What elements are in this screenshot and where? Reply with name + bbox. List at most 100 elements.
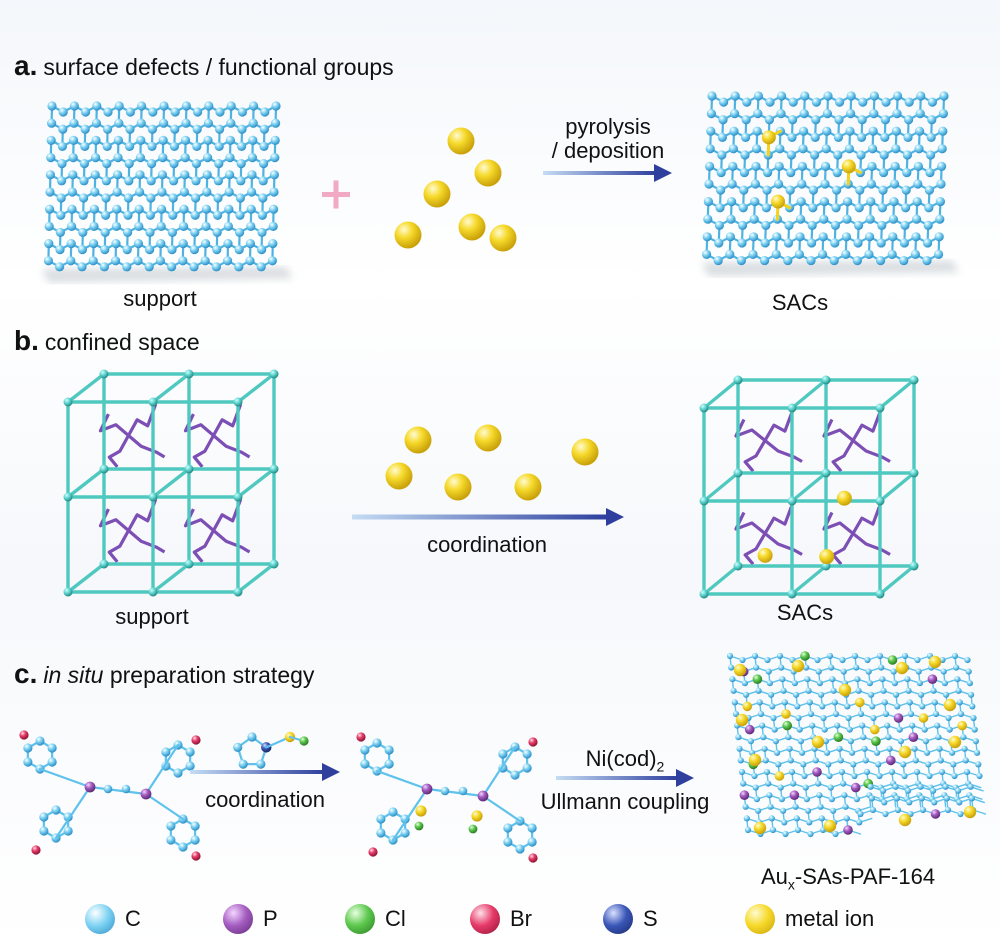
paf-atom [863,768,871,776]
panel-c-arrow2-text: Ullmann coupling [540,789,710,814]
phosphorus-atom [477,790,489,802]
paf-atom [751,652,759,660]
carbon-atom [822,109,833,119]
carbon-atom [901,203,911,213]
carbon-atom [788,97,798,107]
paf-atom [777,784,784,791]
monomer [356,732,538,863]
carbon-atom [835,97,845,107]
paf-atom [831,699,838,706]
frame-bar [66,467,106,499]
panel-c-product-main: Au [760,864,788,889]
paf-atom [807,830,814,838]
carbon-atom [833,132,844,142]
metal-atom [471,810,483,822]
carbon-atom [892,109,902,119]
frame-node [184,464,194,474]
bond [391,787,429,842]
ring-atom [247,732,257,742]
paf-atom [849,749,856,756]
ring-atom [503,837,513,847]
paf-atom [819,703,826,710]
carbon-atom [111,256,121,266]
carbon-atom [237,141,247,152]
carbon-atom [159,101,169,111]
frame-node [699,403,709,413]
paf-atom [869,703,876,710]
carbon-atom [202,187,212,197]
paf-atom [911,745,918,752]
carbon-atom [715,203,725,213]
carbon-atom [226,118,236,128]
paf-atom [759,722,766,729]
paf-atom [893,691,900,698]
linker [763,532,803,556]
carbon-atom [259,141,269,152]
carbon-atom [157,170,167,180]
carbon-atom [136,118,146,128]
legend-label: S [643,906,658,931]
paf-atom [881,799,888,806]
frame-node [787,589,797,599]
paf-atom [830,807,837,814]
carbon-atom [67,221,77,231]
panel-c-title-italic: in situ [43,662,104,688]
frame-bar [151,562,191,594]
carbon-atom [179,187,189,197]
paf-atom [901,652,909,660]
metal-ion-sphere [447,127,475,155]
carbon-atom [248,135,258,145]
paf-atom [794,826,802,834]
carbon-atom [868,126,878,136]
carbon-atom [91,153,101,163]
carbon-atom [80,124,90,134]
carbon-atom [857,115,867,125]
bromine-ball-icon [470,904,500,934]
paf-atom [913,768,921,776]
sheet-atoms [43,101,281,272]
paf-atom [807,710,815,718]
panel-c-heading: c.in situ preparation strategy [14,660,314,688]
linker [127,434,166,459]
carbon-atom [145,210,155,220]
carbon-atom [842,214,852,224]
carbon-atom [822,126,832,136]
paf-atom [957,710,965,718]
paf-atom [755,807,762,814]
paf-metal [948,735,962,749]
carbon-atom [810,132,820,142]
paf-atom [821,726,828,733]
paf-atom [739,656,746,664]
paf-metal [753,821,767,835]
carbon-atom [785,185,795,195]
paf-atom [975,761,982,768]
paf-atom [867,783,874,790]
carbon-atom [214,141,224,152]
paf-atom [901,772,908,780]
carbon-atom [201,239,211,249]
bridge-atom [440,786,450,796]
carbon-atom [832,167,842,178]
paf-atom [816,792,823,799]
panel-a-title: surface defects / functional groups [43,54,394,80]
carbon-atom [706,109,717,119]
carbon-atom [868,144,878,154]
carbon-atom [796,197,806,207]
paf-atom [969,703,976,710]
carbon-atom [181,101,191,111]
paf-atom [769,703,776,710]
carbon-atom [122,262,132,272]
carbon-atom [81,107,91,117]
carbon-atom [899,255,909,266]
paf-heteroatom [782,720,792,731]
carbon-atom [865,232,875,242]
carbon-atom [257,210,267,220]
carbon-atom [169,176,179,186]
linker [212,434,251,459]
paf-atom [827,784,834,791]
paf-atom [879,676,886,683]
paf-heteroatom [739,790,750,800]
ring-atom [388,807,398,817]
frame-node [909,375,919,385]
carbon-atom [270,153,280,163]
